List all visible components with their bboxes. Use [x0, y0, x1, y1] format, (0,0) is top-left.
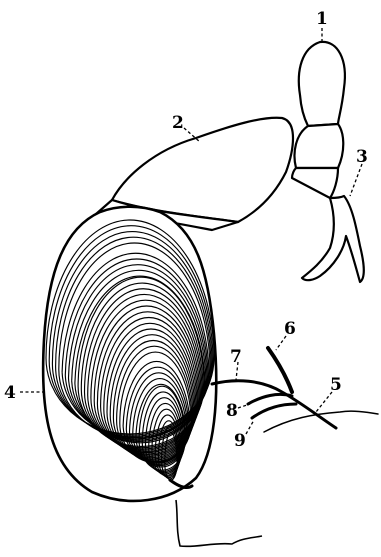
duct-9 [252, 404, 296, 418]
appendage-3 [302, 196, 364, 282]
duct-8 [248, 394, 292, 404]
label-6: 6 [284, 319, 296, 339]
label-5: 5 [330, 375, 342, 395]
leader-5 [316, 392, 332, 412]
body-4 [43, 207, 216, 501]
leader-3 [350, 164, 362, 196]
segment-lower [292, 168, 338, 198]
label-9: 9 [234, 431, 246, 451]
label-4: 4 [4, 383, 16, 403]
label-3: 3 [356, 147, 368, 167]
segment-1 [299, 42, 345, 126]
label-7: 7 [230, 347, 242, 367]
duct-5 [264, 411, 378, 432]
label-2: 2 [172, 113, 184, 133]
leader-9 [246, 420, 254, 434]
segment-middle [295, 124, 344, 168]
label-8: 8 [226, 401, 238, 421]
label-1: 1 [316, 9, 328, 29]
base-stalk [176, 500, 262, 546]
